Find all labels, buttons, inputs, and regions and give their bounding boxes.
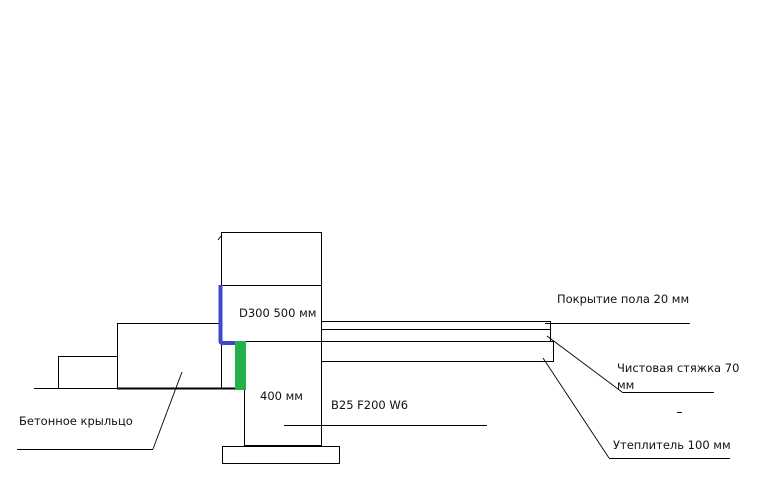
insulation-leader — [542, 357, 610, 459]
green-waterproofing-mark — [235, 341, 246, 390]
porch-label: Бетонное крыльцо — [19, 414, 133, 428]
insulation-label: Утеплитель 100 мм — [613, 438, 731, 452]
upper-wall-block — [220, 231, 323, 287]
footing — [221, 445, 341, 465]
stray-tick — [217, 235, 222, 241]
foundation-width-label: 400 мм — [260, 389, 303, 403]
floor-covering-layer — [320, 320, 552, 331]
screed-leader — [546, 335, 623, 393]
porch-upper-step — [116, 322, 223, 390]
screed-layer — [320, 328, 552, 343]
screed-label-line2: мм — [617, 378, 635, 392]
concrete-grade-label: B25 F200 W6 — [331, 398, 409, 412]
wall-block-label: D300 500 мм — [239, 306, 317, 320]
insulation-layer — [320, 340, 555, 363]
blue-insulation-mark — [218, 285, 236, 345]
porch-leader — [152, 371, 183, 450]
porch-lower-step — [57, 355, 119, 390]
screed-label-line1: Чистовая стяжка 70 — [617, 361, 740, 375]
foundation-wall — [243, 340, 323, 447]
floor-covering-label: Покрытие пола 20 мм — [557, 292, 690, 306]
